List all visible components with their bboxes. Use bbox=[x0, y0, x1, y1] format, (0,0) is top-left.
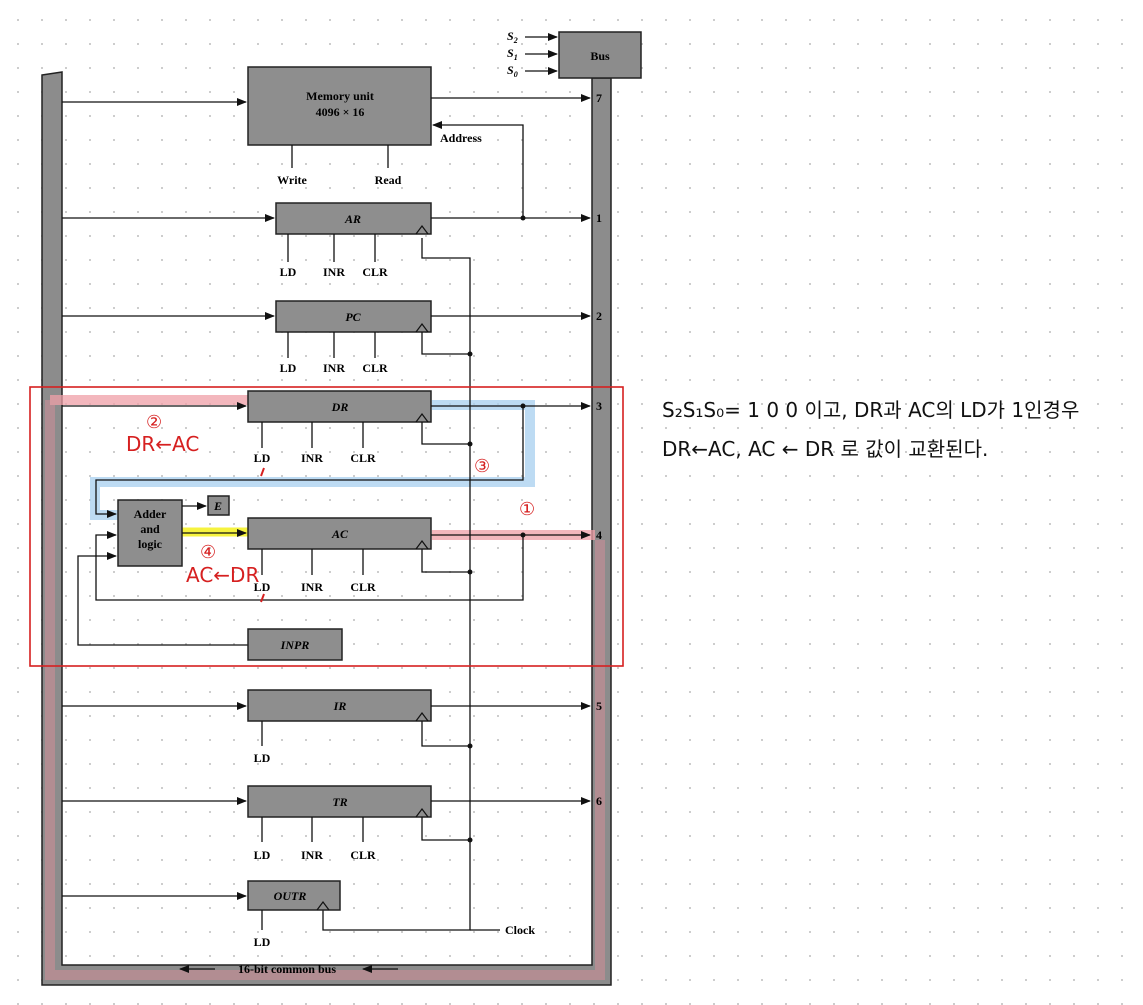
pc-label: PC bbox=[345, 310, 361, 324]
port-4: 4 bbox=[596, 528, 602, 542]
ac-clr: CLR bbox=[350, 580, 376, 594]
ar-label: AR bbox=[344, 212, 361, 226]
register-pc: PC LD INR CLR bbox=[62, 300, 591, 375]
pc-inr: INR bbox=[323, 361, 345, 375]
port-5: 5 bbox=[596, 699, 602, 713]
register-ar: AR LD INR CLR bbox=[62, 202, 591, 279]
note-line2: DR←AC, AC ← DR 로 값이 교환된다. bbox=[662, 437, 988, 461]
register-dr: DR LD INR CLR bbox=[62, 390, 591, 518]
annotation-step2: ② bbox=[146, 412, 162, 433]
register-ac: AC LD INR CLR bbox=[247, 517, 591, 594]
dr-ld: LD bbox=[254, 451, 271, 465]
ar-clr: CLR bbox=[362, 265, 388, 279]
memory-read: Read bbox=[375, 173, 402, 187]
side-note: S₂S₁S₀= 1 0 0 이고, DR과 AC의 LD가 1인경우 DR←AC… bbox=[662, 398, 1079, 461]
memory-write: Write bbox=[277, 173, 307, 187]
highlight-red-left bbox=[45, 400, 605, 980]
e-label: E bbox=[213, 499, 222, 513]
annotation-step1: ① bbox=[519, 499, 535, 520]
dr-inr: INR bbox=[301, 451, 323, 465]
memory-line2: 4096 × 16 bbox=[316, 105, 365, 119]
adder-line3: logic bbox=[138, 537, 163, 551]
memory-line1: Memory unit bbox=[306, 89, 374, 103]
tr-label: TR bbox=[332, 795, 347, 809]
bus-title: Bus bbox=[590, 49, 610, 63]
tr-clr: CLR bbox=[350, 848, 376, 862]
register-ir: IR LD bbox=[62, 689, 591, 765]
clock-label: Clock bbox=[505, 923, 535, 937]
ac-label: AC bbox=[331, 527, 349, 541]
port-7: 7 bbox=[596, 91, 602, 105]
select-s0: S0 bbox=[507, 63, 518, 79]
note-line1: S₂S₁S₀= 1 0 0 이고, DR과 AC의 LD가 1인경우 bbox=[662, 398, 1079, 422]
tr-inr: INR bbox=[301, 848, 323, 862]
ar-ld: LD bbox=[280, 265, 297, 279]
highlight-blue bbox=[90, 400, 535, 520]
ac-inr: INR bbox=[301, 580, 323, 594]
ar-inr: INR bbox=[323, 265, 345, 279]
port-3: 3 bbox=[596, 399, 602, 413]
bus-port-numbers: 7 1 2 3 4 5 6 bbox=[596, 91, 602, 808]
common-bus: Bus bbox=[41, 31, 642, 986]
tr-ld: LD bbox=[254, 848, 271, 862]
register-outr: OUTR LD bbox=[62, 880, 341, 949]
memory-unit: Memory unit 4096 × 16 Address Write Read bbox=[62, 66, 591, 218]
port-1: 1 bbox=[596, 211, 602, 225]
ir-ld: LD bbox=[254, 751, 271, 765]
annotation-dr-from-ac: DR←AC bbox=[126, 432, 199, 456]
adder-line1: Adder bbox=[134, 507, 167, 521]
outr-ld: LD bbox=[254, 935, 271, 949]
select-lines: S2 S1 S0 bbox=[507, 29, 558, 79]
red-annotations: ② DR←AC ③ ① ④ AC←DR bbox=[126, 412, 535, 603]
ac-ld: LD bbox=[254, 580, 271, 594]
annotation-step4: ④ bbox=[200, 542, 216, 563]
register-tr: TR LD INR CLR bbox=[62, 785, 591, 862]
memory-address: Address bbox=[440, 131, 482, 145]
select-s1: S1 bbox=[507, 46, 518, 62]
adder-line2: and bbox=[140, 522, 160, 536]
clock-line: Clock bbox=[322, 238, 535, 937]
bus-caption: 16-bit common bus bbox=[179, 962, 398, 976]
dr-clr: CLR bbox=[350, 451, 376, 465]
bus-caption-text: 16-bit common bus bbox=[238, 962, 336, 976]
port-2: 2 bbox=[596, 309, 602, 323]
annotation-step3: ③ bbox=[474, 456, 490, 477]
pc-ld: LD bbox=[280, 361, 297, 375]
ir-label: IR bbox=[333, 699, 347, 713]
outr-label: OUTR bbox=[274, 889, 307, 903]
dr-label: DR bbox=[331, 400, 349, 414]
inpr-label: INPR bbox=[280, 638, 310, 652]
select-s2: S2 bbox=[507, 29, 518, 45]
selection-box bbox=[29, 386, 624, 667]
port-6: 6 bbox=[596, 794, 602, 808]
pc-clr: CLR bbox=[362, 361, 388, 375]
register-inpr: INPR bbox=[247, 628, 343, 661]
annotation-ac-from-dr: AC←DR bbox=[186, 563, 259, 587]
adder-logic: Adder and logic E bbox=[77, 495, 524, 646]
